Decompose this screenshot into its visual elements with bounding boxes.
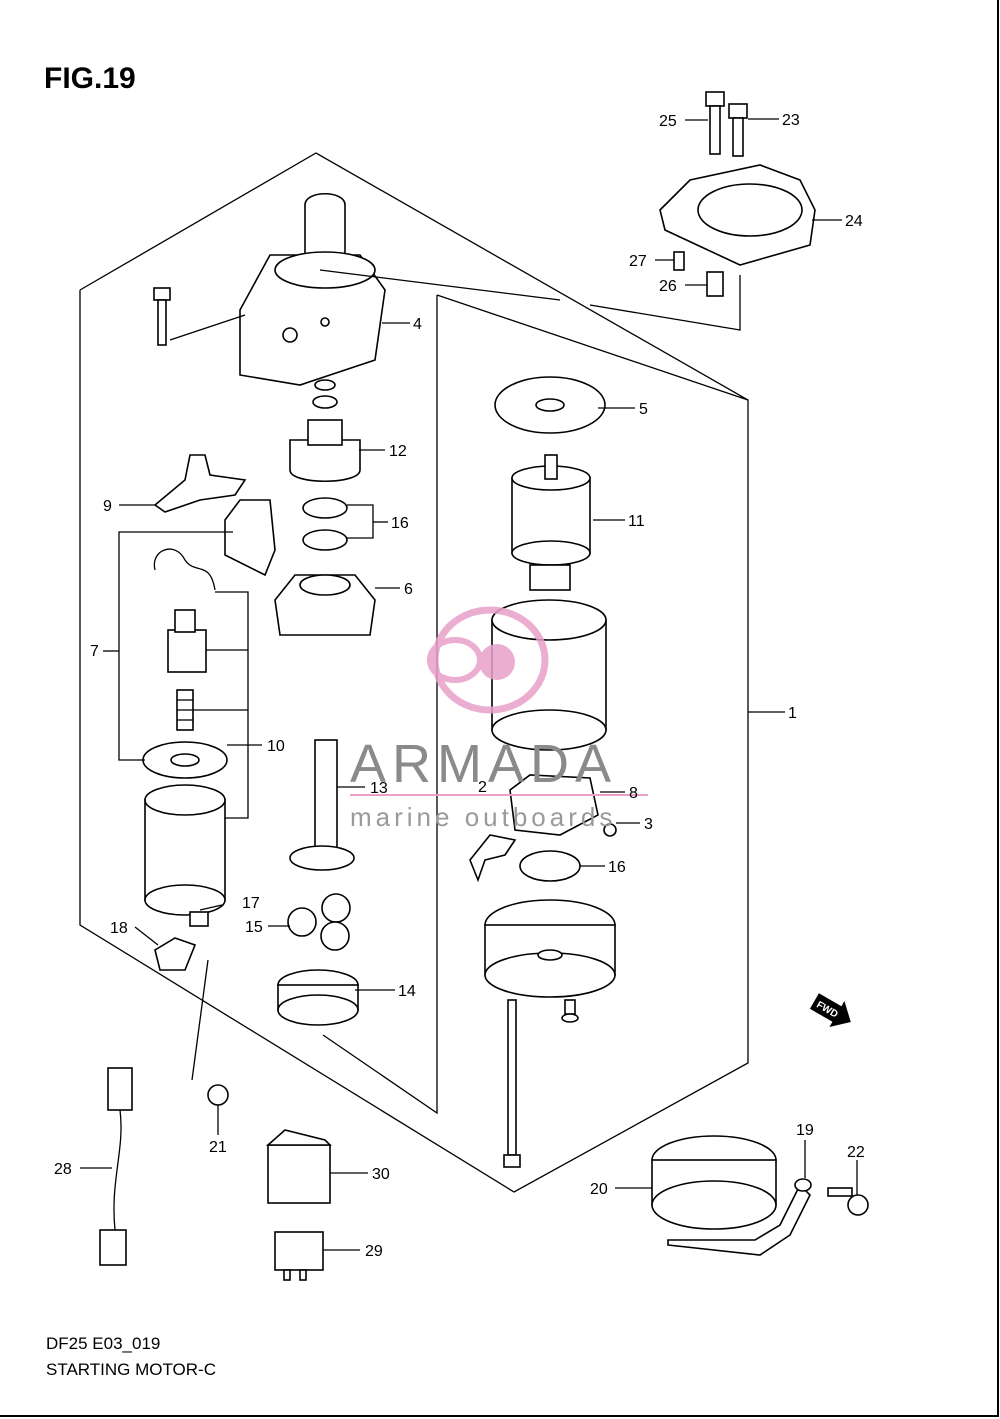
part-21-nut xyxy=(207,1084,229,1106)
part-19-tab xyxy=(794,1178,812,1192)
part-15-gear-c xyxy=(320,921,350,951)
part-27-pin xyxy=(673,251,685,271)
part-10-solenoid-plunger xyxy=(167,609,207,673)
callout-15: 15 xyxy=(245,919,263,936)
part-7-switch-contact xyxy=(224,499,276,577)
part-14-ring-gear xyxy=(277,969,359,1026)
part-10-solenoid-body xyxy=(144,784,226,927)
bolt-25 xyxy=(705,91,725,155)
bolt-top-left xyxy=(153,287,171,346)
part-12-pinion xyxy=(289,379,361,483)
callout-2: 2 xyxy=(478,779,487,796)
diagram-caption: STARTING MOTOR-C xyxy=(46,1360,216,1379)
callout-28: 28 xyxy=(54,1161,72,1178)
bolt-23 xyxy=(728,103,748,157)
callout-7: 7 xyxy=(90,643,99,660)
callout-11: 11 xyxy=(628,513,645,530)
part-10-spring xyxy=(176,689,194,731)
part-20-band xyxy=(651,1135,811,1256)
callout-24: 24 xyxy=(845,213,863,230)
rear-housing xyxy=(484,899,616,998)
figure-title: FIG.19 xyxy=(44,62,136,95)
part-24-bracket xyxy=(659,164,816,266)
callout-5: 5 xyxy=(639,401,648,418)
part-13-shaft xyxy=(289,739,355,871)
callout-21: 21 xyxy=(209,1139,227,1156)
callout-30: 30 xyxy=(372,1166,390,1183)
callout-23: 23 xyxy=(782,112,800,129)
part-15-gear-b xyxy=(321,893,351,923)
watermark-brand: ARMADA xyxy=(350,734,617,794)
part-28-harness xyxy=(99,1067,133,1266)
yoke-housing xyxy=(491,599,607,751)
part-16-washer xyxy=(302,529,348,551)
part-30-relay xyxy=(265,1129,332,1204)
callout-1: 1 xyxy=(788,705,797,722)
callout-10: 10 xyxy=(267,738,285,755)
callout-13: 13 xyxy=(370,780,388,797)
callout-6: 6 xyxy=(404,581,413,598)
part-29-relay xyxy=(274,1231,324,1281)
callout-9: 9 xyxy=(103,498,112,515)
callout-29: 29 xyxy=(365,1243,383,1260)
part-8-brush-holder xyxy=(509,774,599,836)
part-7-spring-wire xyxy=(153,548,216,591)
callout-17: 17 xyxy=(242,895,260,912)
callout-18: 18 xyxy=(110,920,128,937)
part-26-sleeve xyxy=(706,271,724,297)
through-bolt xyxy=(503,999,521,1168)
fwd-arrow: FWD xyxy=(809,993,851,1027)
model-code: DF25 E03_019 xyxy=(46,1334,161,1353)
part-18-clamp xyxy=(154,937,197,971)
part-2-terminal xyxy=(469,834,517,883)
group-box-main xyxy=(79,152,749,1193)
callout-22: 22 xyxy=(847,1144,865,1161)
callout-3: 3 xyxy=(644,816,653,833)
part-4-housing-cap xyxy=(239,193,386,386)
callout-12: 12 xyxy=(389,443,407,460)
part-16-clip xyxy=(302,497,348,519)
callout-16-right: 16 xyxy=(608,859,626,876)
part-16-washer-right xyxy=(519,850,581,882)
callout-4: 4 xyxy=(413,316,422,333)
callout-27: 27 xyxy=(629,253,647,270)
part-3-nut xyxy=(603,823,617,837)
callout-25: 25 xyxy=(659,113,677,130)
callout-8: 8 xyxy=(629,785,638,802)
group-box-inner xyxy=(322,295,438,1115)
part-11-armature xyxy=(511,454,591,591)
callout-16-left: 16 xyxy=(391,515,409,532)
small-screw xyxy=(561,999,579,1023)
part-6-gear-housing xyxy=(274,574,376,636)
callout-19: 19 xyxy=(796,1122,814,1139)
callout-14: 14 xyxy=(398,983,416,1000)
callout-26: 26 xyxy=(659,278,677,295)
part-15-gear-a xyxy=(287,907,317,937)
watermark-logo xyxy=(427,606,549,714)
callout-20: 20 xyxy=(590,1181,608,1198)
part-9-shift-lever xyxy=(153,454,247,513)
part-22-bolt xyxy=(827,1187,869,1216)
watermark-tagline: marine outboards xyxy=(350,802,616,832)
